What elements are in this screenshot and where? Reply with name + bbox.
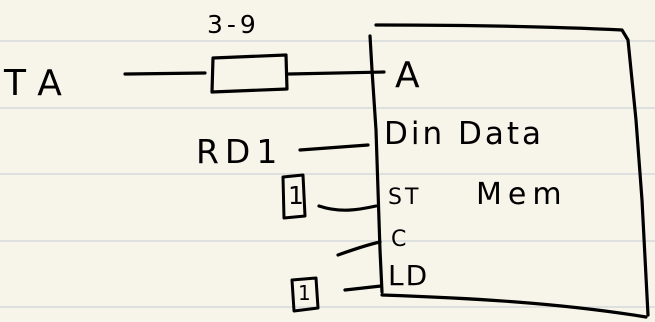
wire-clock	[336, 240, 382, 257]
port-label-ld: LD	[388, 259, 430, 292]
wire-ta-to-a	[287, 70, 386, 76]
port-label-c: C	[391, 227, 407, 252]
const-value-ld: 1	[298, 281, 311, 305]
port-label-st: ST	[388, 185, 422, 210]
port-label-a: A	[395, 55, 420, 96]
bit-range-label: 3-9	[207, 10, 260, 39]
input-label-ta: TA	[4, 63, 76, 104]
wire-const-to-st	[317, 204, 378, 212]
wire-ta-in	[123, 71, 207, 76]
const-box-ld	[290, 276, 320, 313]
wire-const-to-ld	[343, 284, 383, 292]
wire-rd1-to-din	[298, 143, 370, 152]
const-box-st	[281, 173, 307, 220]
memory-block-left-edge	[368, 34, 384, 294]
memory-block-bottom-edge	[380, 293, 648, 319]
input-label-rd1: RD1	[196, 132, 284, 171]
memory-block-label: Mem	[476, 177, 568, 212]
const-value-st: 1	[288, 181, 304, 210]
bit-range-box	[210, 53, 289, 94]
port-label-din: Din Data	[384, 116, 545, 152]
memory-block-right-edge	[374, 23, 650, 317]
ruled-lines	[0, 40, 655, 308]
